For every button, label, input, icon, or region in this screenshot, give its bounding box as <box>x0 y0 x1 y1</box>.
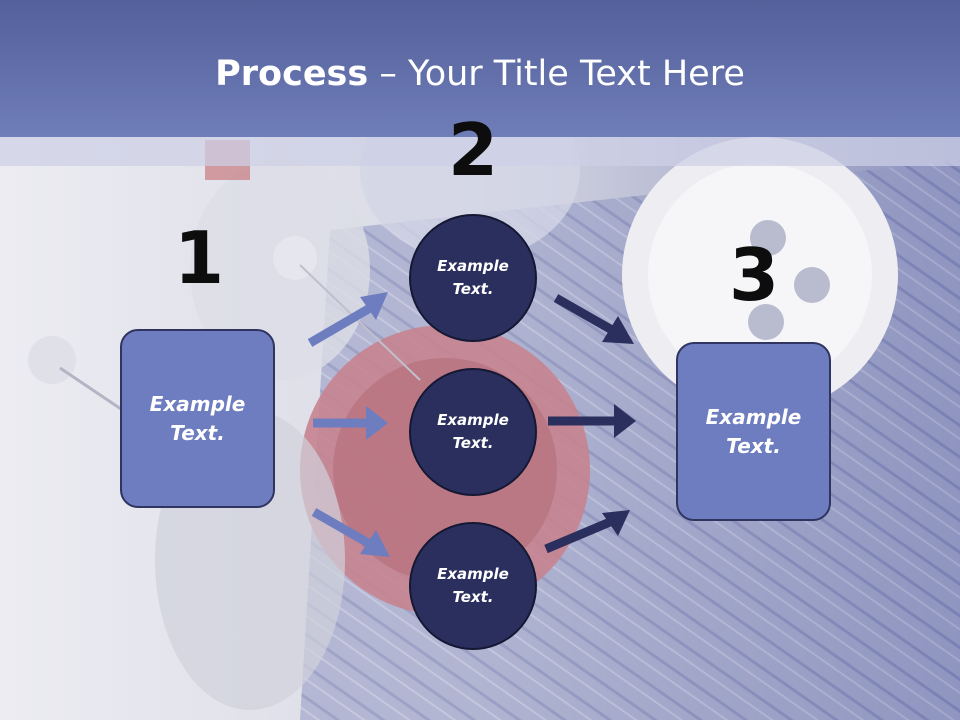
circle-3-line-1: Example <box>437 565 509 583</box>
left-box-line-2: Text. <box>170 420 225 445</box>
circle-2-line-1: Example <box>437 411 509 429</box>
title-rest: – Your Title Text Here <box>368 54 745 94</box>
circle-1-line-2: Text. <box>452 280 494 298</box>
circle-3-line-2: Text. <box>452 588 494 606</box>
circle-2-line-2: Text. <box>452 434 494 452</box>
left-box-line-1: Example <box>149 391 246 416</box>
right-box-line-2: Text. <box>726 433 781 458</box>
step-number-3: 3 <box>728 233 780 317</box>
title-header-band <box>0 0 960 137</box>
arrow-from-circle-1 <box>553 294 634 344</box>
right-box-line-1: Example <box>705 404 802 429</box>
slide-title: Process – Your Title Text Here <box>0 52 960 96</box>
arrow-to-circle-1 <box>307 292 388 347</box>
arrow-to-circle-2 <box>313 406 388 440</box>
title-bold: Process <box>215 54 369 94</box>
arrow-to-circle-3 <box>311 508 390 557</box>
arrow-from-circle-2 <box>548 404 636 438</box>
header-strip <box>0 137 960 166</box>
step-number-2: 2 <box>447 108 499 192</box>
circle-1-line-1: Example <box>437 257 509 275</box>
arrow-from-circle-3 <box>544 510 630 554</box>
step-number-1: 1 <box>173 216 225 300</box>
